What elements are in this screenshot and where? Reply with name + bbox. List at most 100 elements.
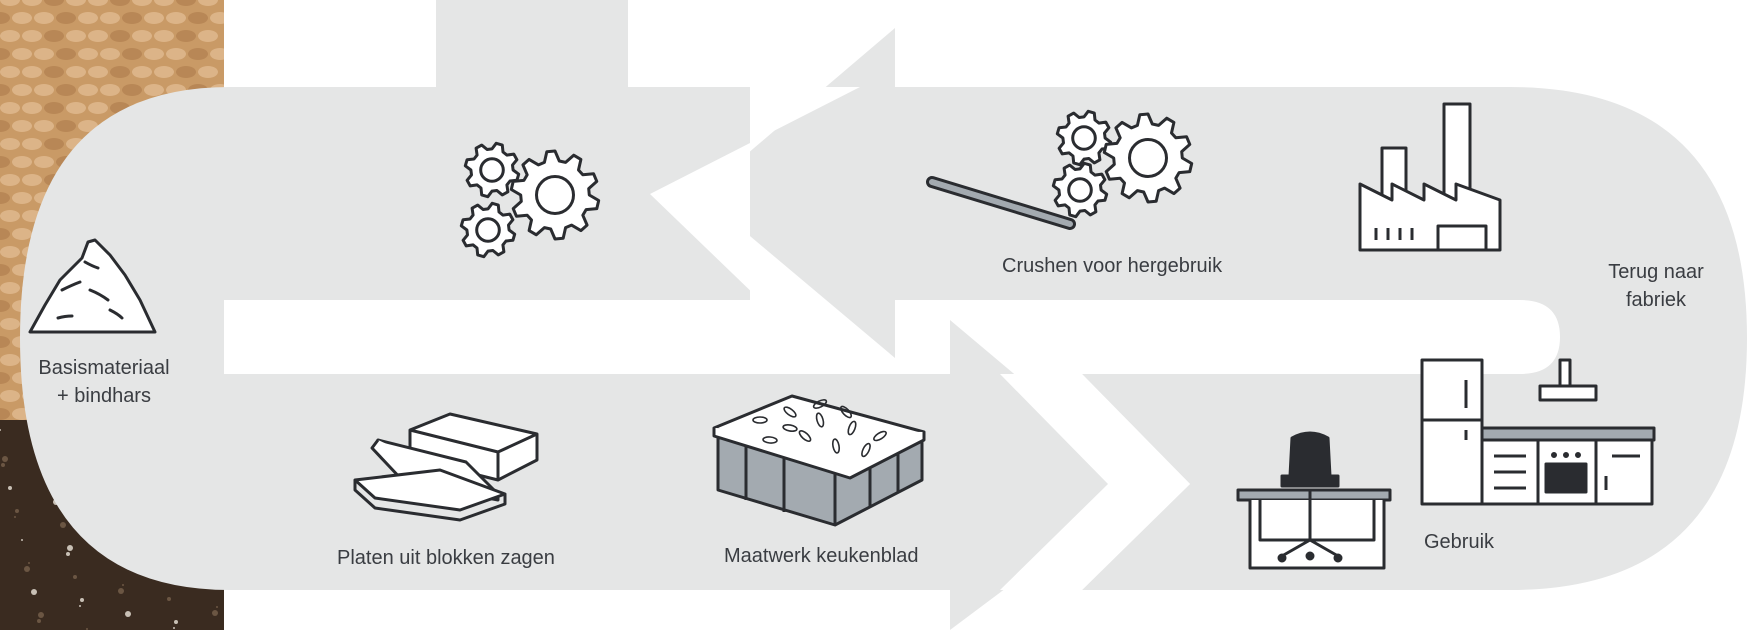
photo-texture-dot [0, 174, 20, 186]
photo-texture-dot [22, 66, 42, 78]
photo-texture-dot [122, 84, 142, 96]
photo-texture-dot [22, 174, 42, 186]
photo-speck [31, 589, 37, 595]
countertop-speckle [812, 399, 828, 409]
photo-speck [14, 516, 16, 518]
photo-texture-dot [198, 30, 218, 42]
countertop-speckle [752, 416, 768, 424]
photo-texture-dot [122, 12, 142, 24]
gears-icon [459, 141, 601, 259]
photo-speck [28, 562, 30, 564]
photo-speck [15, 509, 19, 513]
photo-texture-dot [0, 282, 20, 294]
photo-texture-dot [0, 408, 10, 420]
photo-texture-dot [0, 192, 10, 204]
base-material-line2: + bindhars [57, 385, 151, 407]
photo-texture-dot [154, 30, 174, 42]
photo-texture-dot [88, 30, 108, 42]
photo-texture-dot [0, 66, 20, 78]
photo-texture-dot [0, 84, 10, 96]
photo-texture-dot [44, 66, 64, 78]
photo-texture-dot [78, 12, 98, 24]
gear-small-top-hub [479, 157, 505, 183]
photo-speck [1, 463, 5, 467]
countertop-speckle [762, 436, 778, 444]
photo-texture-dot [0, 336, 10, 348]
photo-texture-dot [44, 0, 64, 6]
crusher-gear-small-bottom-hub [1067, 177, 1093, 203]
photo-speck [216, 606, 218, 608]
countertop-speckle [815, 412, 825, 428]
photo-texture-dot [78, 120, 98, 132]
photo-texture-dot [166, 12, 186, 24]
photo-speck [0, 429, 1, 431]
photo-speck [125, 611, 131, 617]
photo-texture-dot [188, 12, 208, 24]
photo-texture-dot [0, 246, 20, 258]
photo-texture-dot [0, 354, 20, 366]
photo-texture-dot [100, 12, 120, 24]
crusher-rod-icon [926, 176, 1076, 230]
photo-texture-dot [176, 0, 196, 6]
countertop-speckle [782, 424, 798, 432]
countertop-speckle [873, 430, 887, 442]
photo-texture-dot [78, 84, 98, 96]
photo-texture-dot [56, 120, 76, 132]
photo-speck [167, 597, 171, 601]
photo-speck [8, 486, 12, 490]
photo-texture-dot [12, 192, 32, 204]
countertop-speckle [861, 442, 871, 458]
photo-texture-dot [22, 102, 42, 114]
photo-texture-dot [0, 264, 10, 276]
photo-texture-dot [44, 102, 64, 114]
photo-texture-dot [88, 66, 108, 78]
photo-texture-dot [66, 0, 86, 6]
countertop-speckle [847, 420, 857, 436]
countertop-label: Maatwerk keukenblad [724, 545, 919, 567]
photo-speck [37, 619, 41, 623]
photo-texture-dot [132, 30, 152, 42]
powder-pile-icon [28, 238, 157, 334]
photo-texture-dot [110, 0, 130, 6]
photo-speck [118, 588, 124, 594]
photo-texture-dot [154, 66, 174, 78]
photo-speck [66, 552, 70, 556]
photo-texture-dot [0, 300, 10, 312]
photo-texture-dot [0, 156, 10, 168]
sawing-label: Platen uit blokken zagen [337, 547, 555, 569]
photo-texture-dot [132, 0, 152, 6]
photo-speck [24, 566, 30, 572]
photo-texture-dot [144, 12, 164, 24]
photo-texture-dot [144, 48, 164, 60]
sawn-slabs-icon [353, 412, 539, 522]
countertop-speckle [839, 405, 853, 419]
photo-texture-dot [132, 66, 152, 78]
photo-texture-dot [88, 102, 108, 114]
return-label: Terug naar fabriek [1596, 258, 1716, 314]
photo-texture-dot [0, 48, 10, 60]
photo-texture-dot [0, 318, 20, 330]
countertop-slab-icon [712, 394, 926, 527]
gear-small-bottom-hub [475, 217, 501, 243]
photo-texture-dot [0, 372, 10, 384]
photo-texture-dot [0, 0, 20, 6]
countertop-speckle [831, 438, 841, 454]
usage-label: Gebruik [1424, 531, 1495, 553]
photo-texture-dot [210, 48, 224, 60]
photo-texture-dot [12, 156, 32, 168]
photo-speck [174, 620, 178, 624]
crusher-gears-icon [1051, 109, 1194, 219]
photo-texture-dot [34, 12, 54, 24]
kitchen-icon [1420, 358, 1656, 506]
photo-speck [67, 545, 73, 551]
photo-texture-dot [188, 48, 208, 60]
crushing-label: Crushen voor hergebruik [1002, 255, 1223, 277]
crusher-gear-large-hub [1128, 138, 1168, 178]
base-material-line1: Basismateriaal [38, 357, 170, 379]
photo-speck [79, 605, 81, 607]
photo-texture-dot [0, 120, 10, 132]
photo-texture-dot [176, 30, 196, 42]
photo-texture-dot [198, 66, 218, 78]
photo-texture-dot [0, 138, 20, 150]
